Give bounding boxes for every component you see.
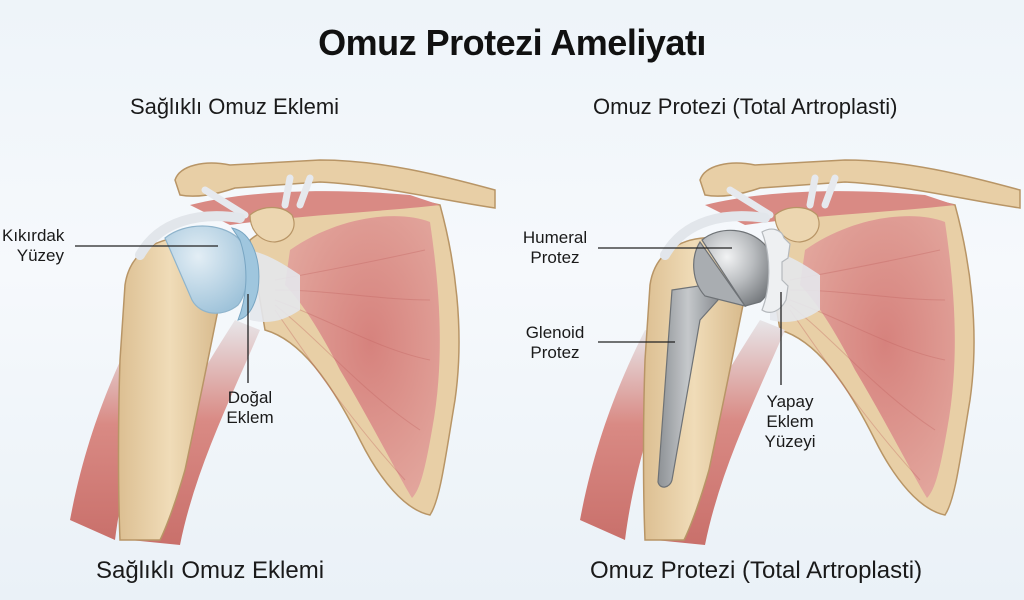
label-cartilage-line2: Yüzey xyxy=(16,246,64,265)
label-cartilage-surface: Kıkırdak Yüzey xyxy=(2,226,64,266)
left-panel-caption: Sağlıklı Omuz Eklemi xyxy=(96,557,325,584)
label-natural-joint: Doğal Eklem xyxy=(220,388,280,428)
label-glenoid-line1: Glenoid xyxy=(525,323,585,342)
label-natural-joint-line1: Doğal xyxy=(227,388,273,407)
healthy-shoulder-illustration xyxy=(70,159,496,545)
label-artificial-line2: Eklem xyxy=(766,412,814,431)
label-artificial-joint-surface: Yapay Eklem Yüzeyi xyxy=(755,392,825,452)
label-cartilage-line1: Kıkırdak xyxy=(2,226,65,245)
label-artificial-line1: Yapay xyxy=(766,392,814,411)
label-glenoid-line2: Protez xyxy=(530,343,580,362)
label-humeral-line2: Protez xyxy=(530,248,580,267)
label-humeral-line1: Humeral xyxy=(522,228,588,247)
label-artificial-line3: Yüzeyi xyxy=(764,432,816,451)
page-title: Omuz Protezi Ameliyatı xyxy=(318,22,706,63)
left-panel-subtitle: Sağlıklı Omuz Eklemi xyxy=(130,94,340,119)
right-panel-caption: Omuz Protezi (Total Artroplasti) xyxy=(590,557,923,584)
label-natural-joint-line2: Eklem xyxy=(226,408,274,427)
prosthetic-shoulder-illustration xyxy=(580,159,1021,545)
right-panel-subtitle: Omuz Protezi (Total Artroplasti) xyxy=(593,94,898,119)
label-humeral-prosthesis: Humeral Protez xyxy=(515,228,595,268)
label-glenoid-prosthesis: Glenoid Protez xyxy=(515,323,595,363)
